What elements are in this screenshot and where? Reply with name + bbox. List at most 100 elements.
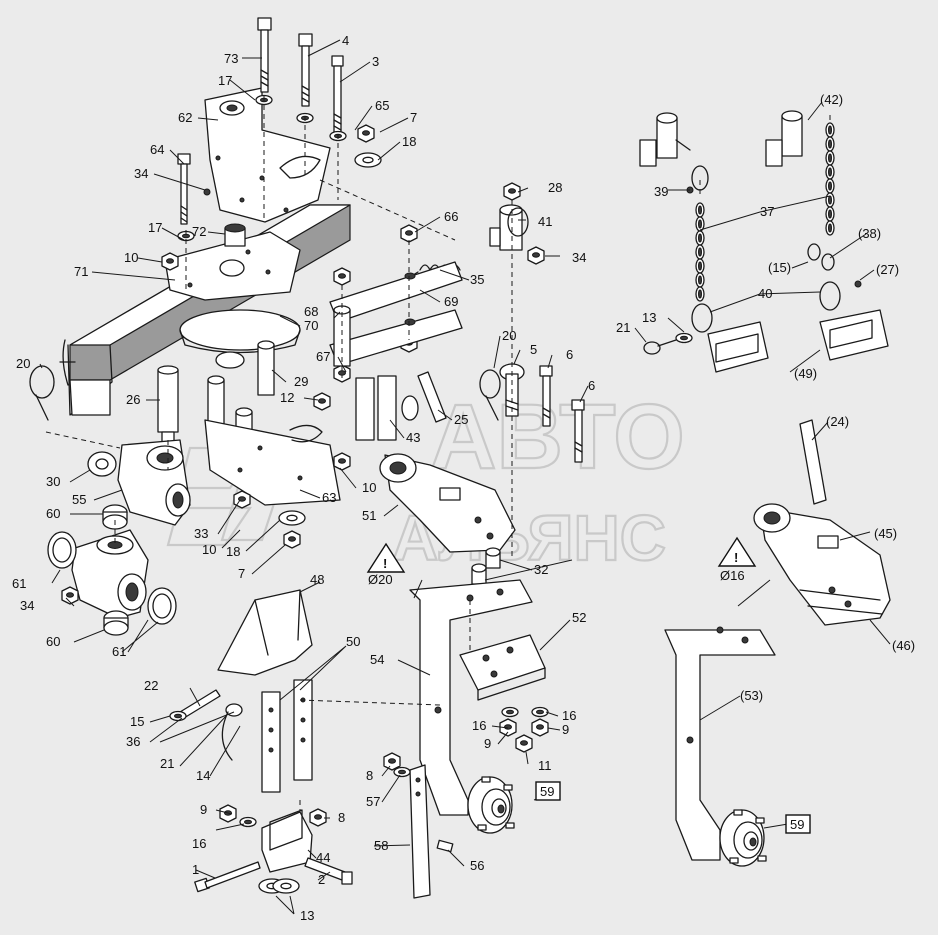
hitch-pin-41 — [489, 204, 529, 251]
warning-sign: ! — [734, 550, 738, 565]
latch-25 — [417, 371, 447, 423]
label-40: 40 — [758, 286, 772, 301]
lower-plate-63 — [204, 419, 341, 506]
bushing-61-left — [47, 531, 77, 569]
label-21: 21 — [616, 320, 630, 335]
ring-20-left — [29, 365, 55, 421]
label-29: 29 — [294, 374, 308, 389]
bushing-60-bottom — [103, 610, 129, 636]
bracket-49-right — [819, 309, 889, 361]
upper-plate-62 — [204, 87, 331, 223]
label-34: 34 — [572, 250, 586, 265]
label-9: 9 — [562, 722, 569, 737]
label-28: 28 — [548, 180, 562, 195]
clevis-44 — [261, 809, 313, 873]
lower-plate-71 — [164, 231, 301, 301]
label-15: (15) — [768, 260, 791, 275]
clip-14 — [221, 703, 243, 761]
label-51: 51 — [362, 508, 376, 523]
label-32: 32 — [534, 562, 548, 577]
alignment-lines — [45, 96, 831, 812]
label-64: 64 — [150, 142, 164, 157]
label-56: 56 — [470, 858, 484, 873]
bushing-61-right — [147, 587, 177, 625]
label-42: (42) — [820, 92, 843, 107]
label-5: 5 — [530, 342, 537, 357]
leader-lines — [39, 39, 891, 915]
bracket-53 — [664, 626, 776, 861]
label-37: 37 — [760, 204, 774, 219]
label-21: 21 — [160, 756, 174, 771]
links-69 — [329, 261, 463, 366]
label-30: 30 — [46, 474, 60, 489]
label-43: 43 — [406, 430, 420, 445]
pin-bracket-42-right — [765, 110, 803, 167]
clip-21-right — [643, 339, 677, 355]
bracket-49-left — [707, 321, 769, 373]
label-48: 48 — [310, 572, 324, 587]
label-62: 62 — [178, 110, 192, 125]
label-26: 26 — [126, 392, 140, 407]
label-61: 61 — [112, 644, 126, 659]
label-18: 18 — [402, 134, 416, 149]
label-11: 11 — [538, 758, 552, 773]
label-24: (24) — [826, 414, 849, 429]
label-50: 50 — [346, 634, 360, 649]
label-34: 34 — [20, 598, 34, 613]
straps-50 — [261, 679, 313, 793]
label-10: 10 — [124, 250, 138, 265]
coupling-51 — [379, 453, 516, 553]
label-63: 63 — [322, 490, 336, 505]
label-4: 4 — [342, 33, 349, 48]
washer-30 — [87, 451, 117, 477]
part-labels: 73 4 3 17 65 7 62 18 64 34 17 72 10 71 6… — [12, 33, 915, 923]
label-41: 41 — [538, 214, 552, 229]
bolt-4 — [298, 33, 313, 107]
label-55: 55 — [72, 492, 86, 507]
warning-text-20: Ø20 — [368, 572, 393, 587]
label-2: 2 — [318, 872, 325, 887]
label-12: 12 — [280, 390, 294, 405]
label-35: 35 — [470, 272, 484, 287]
label-67: 67 — [316, 349, 330, 364]
label-8: 8 — [338, 810, 345, 825]
label-7: 7 — [238, 566, 245, 581]
label-6: 6 — [566, 347, 573, 362]
label-58: 58 — [374, 838, 388, 853]
clevis-43 — [355, 375, 419, 441]
chain-left — [695, 202, 705, 302]
latch-24 — [799, 419, 827, 505]
label-70: 70 — [304, 318, 318, 333]
label-9: 9 — [200, 802, 207, 817]
spacers-32 — [471, 547, 501, 585]
label-13: 13 — [300, 908, 314, 923]
ring-15-right — [807, 243, 821, 261]
label-10: 10 — [362, 480, 376, 495]
ring-20-center — [479, 369, 501, 421]
label-73: 73 — [224, 51, 238, 66]
warning-sign: ! — [383, 556, 387, 571]
bracket-54 — [409, 579, 533, 816]
label-27: (27) — [876, 262, 899, 277]
boxed-label-59: 59 — [540, 784, 554, 799]
label-34: 34 — [134, 166, 148, 181]
label-53: (53) — [740, 688, 763, 703]
shackle-40-right — [819, 253, 841, 311]
swivel-disk-70 — [179, 309, 301, 354]
label-25: 25 — [454, 412, 468, 427]
bolt-1 — [194, 861, 261, 893]
label-71: 71 — [74, 264, 88, 279]
bolt-2 — [304, 857, 353, 885]
label-1: 1 — [192, 862, 199, 877]
label-45: (45) — [874, 526, 897, 541]
housing — [71, 529, 149, 619]
bolt-73 — [257, 17, 272, 93]
label-17: 17 — [148, 220, 162, 235]
label-22: 22 — [144, 678, 158, 693]
label-15: 15 — [130, 714, 144, 729]
label-33: 33 — [194, 526, 208, 541]
label-44: 44 — [316, 850, 330, 865]
label-52: 52 — [572, 610, 586, 625]
bushing-60-top — [102, 504, 128, 530]
